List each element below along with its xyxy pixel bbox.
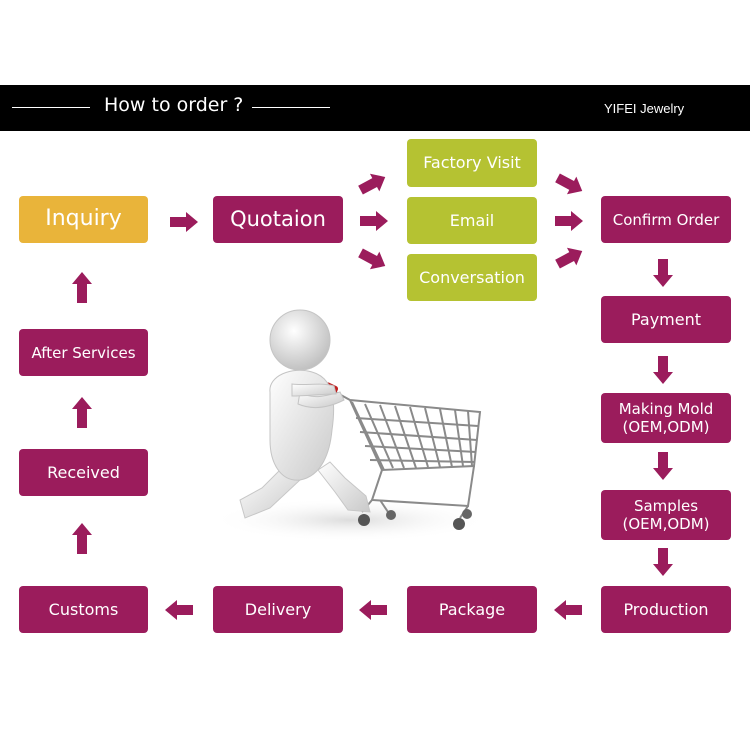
arrow-right-icon	[360, 211, 388, 231]
step-payment-label: Payment	[630, 309, 702, 329]
option-conversation-label: Conversation	[419, 267, 525, 287]
option-conversation: Conversation	[407, 254, 537, 301]
arrow-down-right-icon	[358, 248, 386, 270]
step-confirm-order: Confirm Order	[601, 196, 731, 243]
step-delivery: Delivery	[213, 586, 343, 633]
arrow-up-right-icon	[555, 247, 583, 269]
shopping-cart-figure-icon	[210, 309, 490, 542]
step-making-mold-label: Making Mold	[618, 400, 714, 418]
arrow-right-icon	[555, 211, 583, 231]
step-samples-sublabel: (OEM,ODM)	[622, 515, 710, 533]
arrow-down-icon	[653, 259, 673, 287]
header-rule-left	[12, 107, 90, 108]
option-email: Email	[407, 197, 537, 244]
step-after-services-label: After Services	[31, 343, 136, 362]
step-making-mold-sublabel: (OEM,ODM)	[622, 418, 710, 436]
option-email-label: Email	[449, 210, 495, 230]
step-making-mold: Making Mold (OEM,ODM)	[601, 393, 731, 443]
arrow-left-icon	[165, 600, 193, 620]
step-inquiry: Inquiry	[19, 196, 148, 243]
arrow-up-icon	[72, 397, 92, 428]
step-package-label: Package	[438, 599, 506, 619]
arrow-up-icon	[72, 272, 92, 303]
step-after-services: After Services	[19, 329, 148, 376]
arrow-right-icon	[170, 212, 198, 232]
step-received: Received	[19, 449, 148, 496]
step-customs-label: Customs	[48, 599, 119, 619]
arrow-left-icon	[554, 600, 582, 620]
arrow-down-icon	[653, 452, 673, 480]
step-payment: Payment	[601, 296, 731, 343]
option-factory-visit-label: Factory Visit	[423, 153, 521, 173]
step-samples: Samples (OEM,ODM)	[601, 490, 731, 540]
arrow-up-right-icon	[358, 173, 386, 195]
arrow-down-icon	[653, 548, 673, 576]
arrow-down-icon	[653, 356, 673, 384]
arrow-left-icon	[359, 600, 387, 620]
arrow-up-icon	[72, 523, 92, 554]
brand-name: YIFEI Jewelry	[604, 101, 685, 116]
step-quotation: Quotaion	[213, 196, 343, 243]
step-confirm-order-label: Confirm Order	[612, 210, 720, 229]
step-production-label: Production	[623, 599, 709, 619]
step-delivery-label: Delivery	[244, 599, 312, 619]
step-received-label: Received	[47, 462, 120, 482]
step-inquiry-label: Inquiry	[45, 206, 122, 232]
step-samples-label: Samples	[633, 497, 699, 515]
arrow-down-right-icon	[555, 173, 583, 195]
step-production: Production	[601, 586, 731, 633]
header-banner: How to order ? YIFEI Jewelry	[0, 85, 750, 131]
step-quotation-label: Quotaion	[230, 206, 326, 231]
header-rule-right	[252, 107, 330, 108]
page-title: How to order ?	[104, 94, 244, 116]
step-package: Package	[407, 586, 537, 633]
option-factory-visit: Factory Visit	[407, 139, 537, 187]
step-customs: Customs	[19, 586, 148, 633]
